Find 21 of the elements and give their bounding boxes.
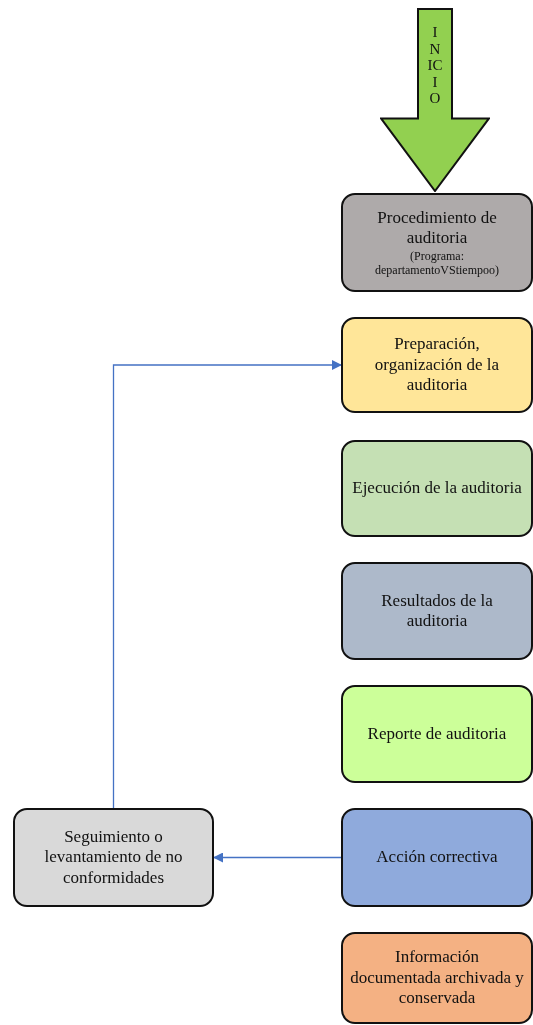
step-label: Reporte de auditoria: [367, 723, 507, 745]
process-box: [341, 685, 533, 783]
connector-arrow: [213, 852, 342, 863]
connector-arrow: [112, 360, 342, 809]
process-box: [341, 440, 533, 537]
step-label: Resultados de la auditoria: [380, 590, 494, 632]
process-box: [341, 193, 533, 292]
step-label: Ejecución de la auditoria: [352, 478, 522, 499]
process-box: [341, 932, 533, 1024]
process-box: [341, 562, 533, 660]
step-label: Acción correctiva: [376, 847, 498, 868]
process-box: [341, 317, 533, 413]
step-note: (Programa: departamentoVStiempoo): [374, 248, 500, 278]
step-label: Seguimiento o levantamiento de no conformidades: [43, 826, 184, 889]
process-box: [341, 808, 533, 907]
process-box: [13, 808, 214, 907]
step-label: Información documentada archivada y conservada: [349, 947, 525, 1009]
start-block-arrow: [380, 8, 490, 192]
step-label: Procedimiento de auditoria: [376, 207, 498, 249]
start-label: INICIO: [427, 24, 443, 107]
step-label: Preparación, organización de la auditoria: [373, 334, 501, 396]
